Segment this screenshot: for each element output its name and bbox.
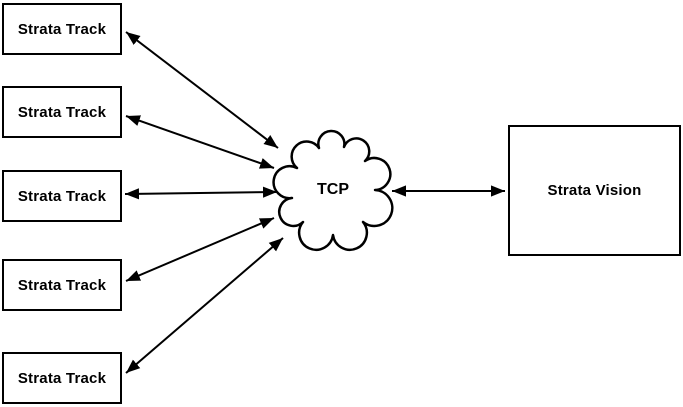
node-strata-track-2: Strata Track (2, 86, 122, 138)
connector-track4-tcp (125, 217, 275, 282)
node-strata-track-5-label: Strata Track (17, 369, 107, 387)
connector-track3-tcp (124, 186, 278, 200)
node-strata-track-1: Strata Track (2, 3, 122, 55)
connector-track2-tcp (125, 115, 275, 169)
node-strata-track-4-label: Strata Track (17, 276, 107, 294)
connector-track1-tcp (125, 31, 279, 149)
node-strata-vision-label: Strata Vision (547, 182, 642, 199)
node-strata-track-2-label: Strata Track (17, 103, 107, 121)
node-strata-vision: Strata Vision (508, 125, 681, 256)
node-strata-track-1-label: Strata Track (17, 20, 107, 38)
connector-track5-tcp (125, 237, 284, 374)
node-strata-track-3-label: Strata Track (17, 187, 107, 205)
node-strata-track-4: Strata Track (2, 259, 122, 311)
cloud-tcp-label: TCP (317, 181, 349, 198)
tcp-cloud-shape (272, 129, 394, 251)
node-strata-track-5: Strata Track (2, 352, 122, 404)
node-strata-track-3: Strata Track (2, 170, 122, 222)
